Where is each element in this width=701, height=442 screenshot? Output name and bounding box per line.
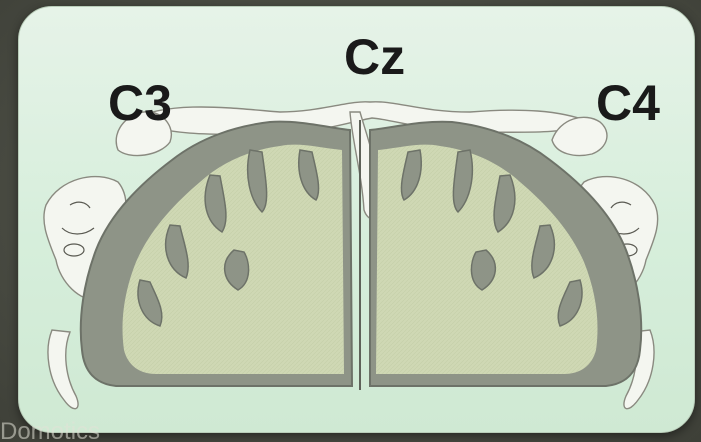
watermark-text: Domotics [0, 420, 100, 442]
left-hemisphere [81, 122, 352, 386]
electrode-label-cz: Cz [344, 32, 405, 82]
right-hemisphere [370, 122, 641, 386]
electrode-label-c3: C3 [108, 78, 172, 128]
electrode-label-c4: C4 [596, 78, 660, 128]
